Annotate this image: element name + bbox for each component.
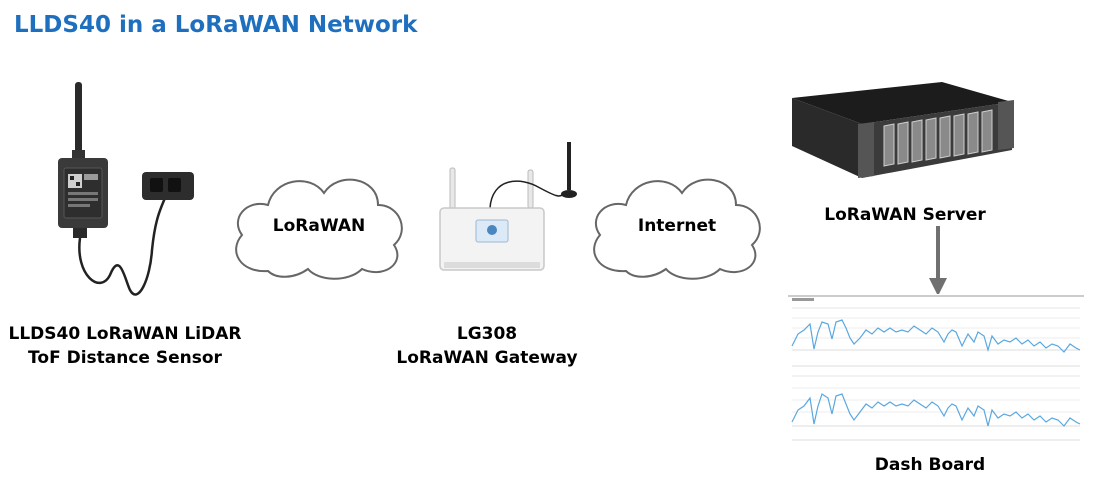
internet-cloud: Internet xyxy=(586,163,768,281)
gateway-label-line1: LG308 xyxy=(456,324,518,344)
down-arrow-icon xyxy=(927,226,949,298)
gateway-image xyxy=(430,138,590,278)
internet-cloud-label: Internet xyxy=(637,216,717,236)
server-image xyxy=(792,80,1022,190)
sensor-label-line2: ToF Distance Sensor xyxy=(28,348,222,368)
lorawan-cloud-label: LoRaWAN xyxy=(272,216,366,236)
sensor-label: LLDS40 LoRaWAN LiDAR ToF Distance Sensor xyxy=(0,322,250,370)
lorawan-cloud: LoRaWAN xyxy=(228,163,410,281)
dashboard-label: Dash Board xyxy=(874,455,986,475)
dashboard-image xyxy=(788,294,1084,444)
sensor-image xyxy=(40,80,210,310)
sensor-label-line1: LLDS40 LoRaWAN LiDAR xyxy=(8,324,242,344)
server-label: LoRaWAN Server xyxy=(824,205,986,225)
gateway-label-line2: LoRaWAN Gateway xyxy=(396,348,578,368)
diagram-title: LLDS40 in a LoRaWAN Network xyxy=(14,12,418,38)
antenna-icon xyxy=(75,82,82,160)
gateway-label: LG308 LoRaWAN Gateway xyxy=(372,322,602,370)
